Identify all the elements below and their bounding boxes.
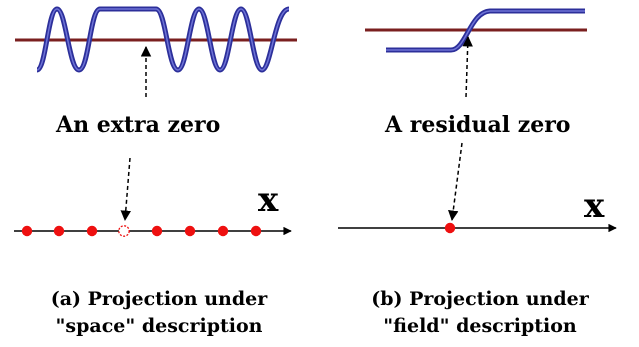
panel-a-caption: (a) Projection under "space" description <box>14 286 304 340</box>
panel-b-kink-highlight <box>386 10 585 51</box>
zero-dot <box>184 225 196 237</box>
panel-a-caption-line1: (a) Projection under <box>50 288 268 310</box>
panel-b-caption: (b) Projection under "field" description <box>335 286 625 340</box>
panel-b-lower-dashed-arrow <box>448 142 463 222</box>
panel-a-zeros <box>21 225 262 237</box>
panel-b-caption-line1: (b) Projection under <box>371 288 589 310</box>
zero-dot <box>86 225 98 237</box>
zero-dot <box>53 225 65 237</box>
panel-a-wave-figure <box>15 6 297 73</box>
panel-a-wave-highlight <box>36 8 290 71</box>
panel-b-annotation: A residual zero <box>385 112 571 138</box>
zero-dot <box>217 225 229 237</box>
zero-dot <box>21 225 33 237</box>
panel-b-kink-figure <box>365 8 587 53</box>
panel-a-annotation: An extra zero <box>56 112 221 138</box>
residual-zero-dot <box>444 222 456 234</box>
panel-a-lower-dashed-arrow <box>120 157 131 222</box>
panel-b-caption-line2: "field" description <box>383 315 577 337</box>
zero-dot <box>151 225 163 237</box>
extra-zero-hollow-dot <box>118 225 130 237</box>
panel-b-upper-dashed-arrow <box>462 35 473 98</box>
panel-b-axis-label: x <box>584 186 605 226</box>
panel-a-caption-line2: "space" description <box>55 315 263 337</box>
panel-a-axis-label: x <box>258 180 279 220</box>
zero-dot <box>250 225 262 237</box>
